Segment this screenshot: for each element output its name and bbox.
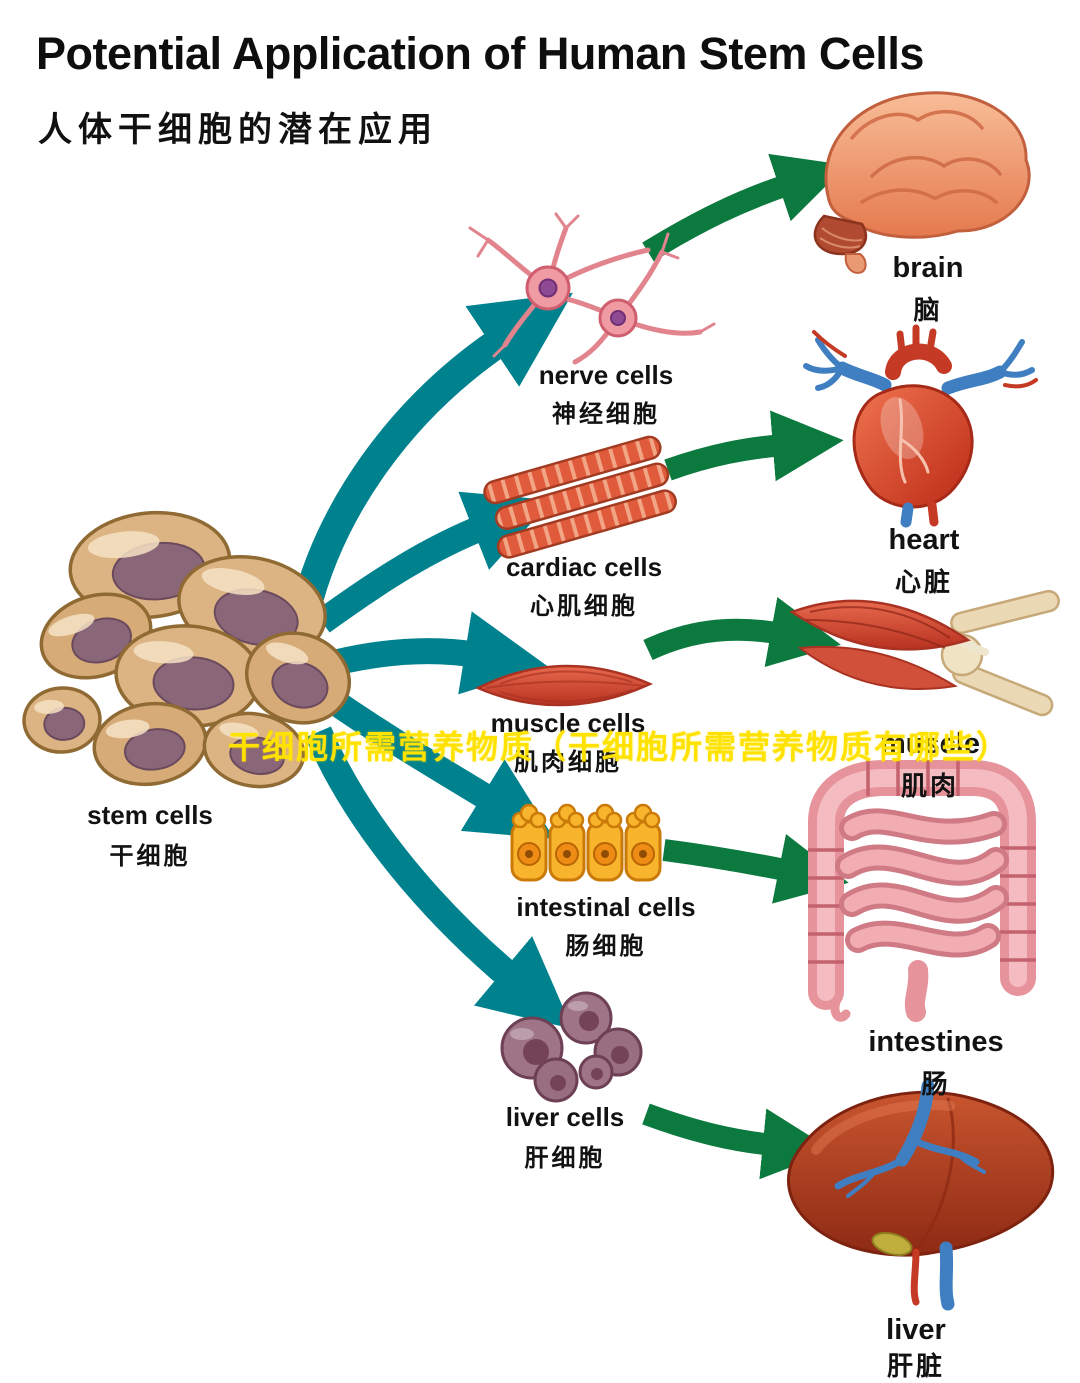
nerve-cells-illustration (468, 212, 716, 365)
intestinal-cells-label-zh: 肠细胞 (565, 933, 647, 960)
arrow-stem-to-cardiac-cells (314, 491, 552, 633)
arrow-livercells-to-liver (642, 1103, 834, 1180)
intestines-label-zh: 肠 (921, 1069, 951, 1099)
cardiac-cells-label-en: cardiac cells (505, 552, 663, 582)
muscle-organ-illustration (789, 589, 1060, 717)
arrow-stem-to-nerve-cells (290, 292, 573, 616)
arrow-musclecells-to-muscle (643, 597, 841, 667)
stem-cells-label-zh: 干细胞 (109, 843, 191, 870)
muscle-cells-label-en: muscle cells (490, 708, 646, 738)
liver-cells-illustration (500, 991, 643, 1103)
arrow-intestinalcells-to-intestines (662, 833, 849, 904)
intestinal-cells-illustration (510, 803, 662, 882)
heart-label-en: heart (888, 524, 960, 556)
arrow-stem-to-liver-cells (305, 726, 573, 1029)
cardiac-cells-illustration (483, 435, 678, 559)
cardiac-cells-label-zh: 心肌细胞 (530, 593, 638, 620)
nerve-cells-label-zh: 神经细胞 (552, 401, 660, 428)
intestinal-cells-label-en: intestinal cells (516, 892, 696, 922)
brain-label-zh: 脑 (913, 295, 943, 325)
brain-illustration (813, 91, 1031, 274)
muscle-cells-illustration (475, 664, 654, 707)
arrows-cells-to-organs (642, 153, 849, 1180)
arrows-stem-to-cells (290, 292, 573, 1029)
arrow-stem-to-muscle-cells (335, 611, 548, 695)
page-title-zh: 人体干细胞的潜在应用 (38, 111, 438, 149)
nerve-cells-label-en: nerve cells (538, 360, 674, 390)
liver-cells-label-en: liver cells (505, 1102, 625, 1132)
liver-illustration (787, 1079, 1055, 1311)
stem-cells-label-en: stem cells (87, 800, 213, 830)
watermark-text: 干细胞所需营养物质（干细胞所需营养物质有哪些） (228, 729, 1011, 765)
brain-label-en: brain (892, 252, 964, 284)
page-title-en: Potential Application of Human Stem Cell… (36, 28, 924, 79)
muscle-label-en: muscle (880, 728, 980, 760)
arrow-stem-to-intestinal-cells (324, 689, 555, 839)
liver-cells-label-zh: 肝细胞 (524, 1145, 606, 1172)
muscle-label-zh: 肌肉 (900, 771, 960, 801)
stem-cells-illustration (22, 510, 352, 789)
liver-label-en: liver (886, 1314, 946, 1346)
heart-label-zh: 心脏 (894, 567, 954, 597)
intestines-illustration (808, 760, 1036, 1022)
intestines-label-en: intestines (868, 1026, 1004, 1058)
arrow-nerve-to-brain (642, 153, 847, 262)
arrow-cardiac-to-heart (664, 410, 844, 482)
liver-label-zh: 肝脏 (886, 1351, 946, 1381)
heart-illustration (803, 324, 1038, 528)
